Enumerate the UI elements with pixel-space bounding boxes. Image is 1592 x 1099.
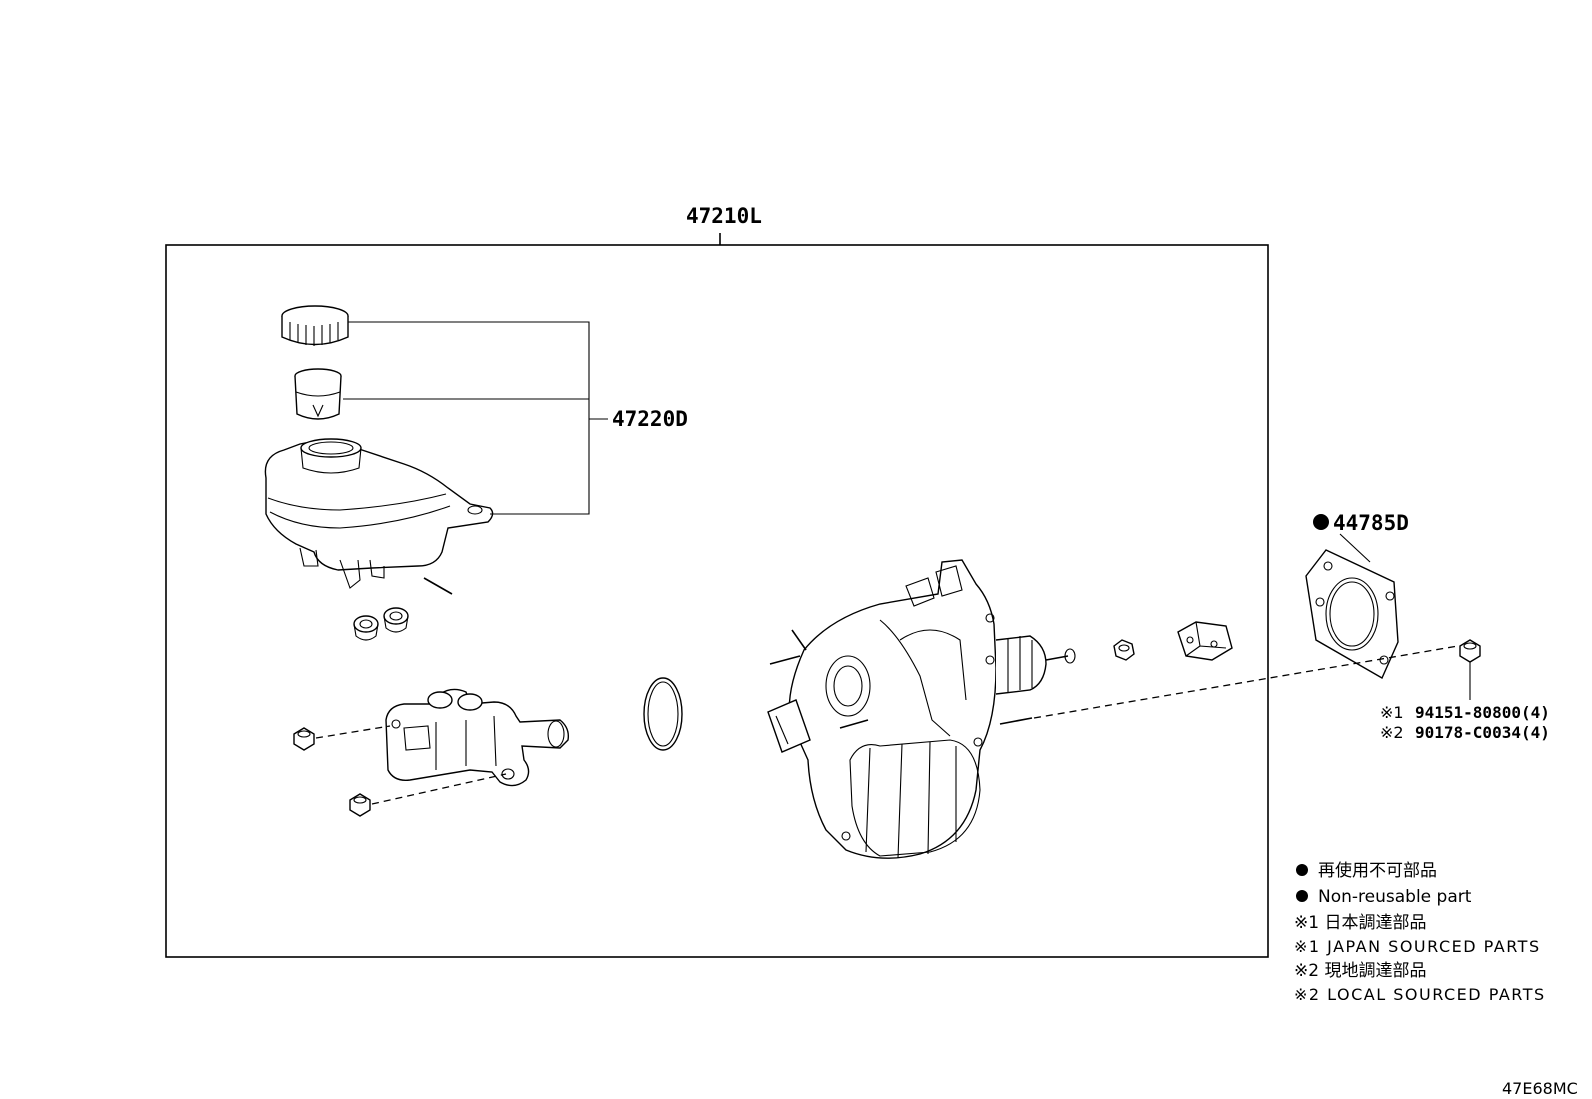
reservoir-pin (423, 577, 453, 595)
callout-44785D[interactable]: 44785D (1333, 511, 1409, 535)
callout-94151-80800[interactable]: 94151-80800(4) (1415, 703, 1550, 722)
legend-bullet-en (1296, 890, 1308, 902)
legend-japan-en: ※1 JAPAN SOURCED PARTS (1294, 937, 1541, 956)
assembly-frame (165, 244, 1269, 958)
master-cylinder-nut-lower (349, 793, 371, 817)
clevis-nut (1113, 639, 1135, 661)
note-mark-2: ※2 (1380, 723, 1404, 742)
booster-mounting-nut (1459, 639, 1481, 700)
master-cylinder (385, 688, 570, 787)
note-mark-1: ※1 (1380, 703, 1404, 722)
reservoir-bracket (343, 321, 608, 515)
non-reusable-bullet-gasket (1313, 514, 1329, 530)
legend-local-jp: ※2 現地調達部品 (1294, 961, 1426, 981)
callout-47220D[interactable]: 47220D (612, 407, 688, 431)
reservoir-strainer (294, 368, 342, 420)
o-ring (643, 677, 683, 751)
figure-code: 47E68MC (1502, 1079, 1578, 1098)
master-cylinder-dash-lower (371, 773, 507, 805)
reservoir-tank (264, 438, 494, 589)
reservoir-cap (281, 305, 349, 346)
legend-local-en: ※2 LOCAL SOURCED PARTS (1294, 985, 1546, 1004)
legend-japan-jp: ※1 日本調達部品 (1294, 913, 1426, 933)
reservoir-grommets (353, 607, 409, 641)
legend: 再使用不可部品 Non-reusable part ※1 日本調達部品 ※1 J… (1294, 860, 1546, 1004)
booster-gasket (1305, 549, 1399, 679)
clevis (1177, 621, 1233, 661)
brake-booster (767, 559, 1076, 859)
master-cylinder-nut-upper (293, 727, 315, 751)
legend-bullet-jp (1296, 864, 1308, 876)
legend-nonreusable-jp: 再使用不可部品 (1318, 860, 1437, 881)
callout-47210L[interactable]: 47210L (686, 204, 762, 228)
master-cylinder-dash-upper (315, 725, 391, 739)
legend-nonreusable-en: Non-reusable part (1318, 887, 1472, 907)
callout-90178-C0034[interactable]: 90178-C0034(4) (1415, 723, 1550, 742)
gasket-leader (1339, 533, 1371, 563)
